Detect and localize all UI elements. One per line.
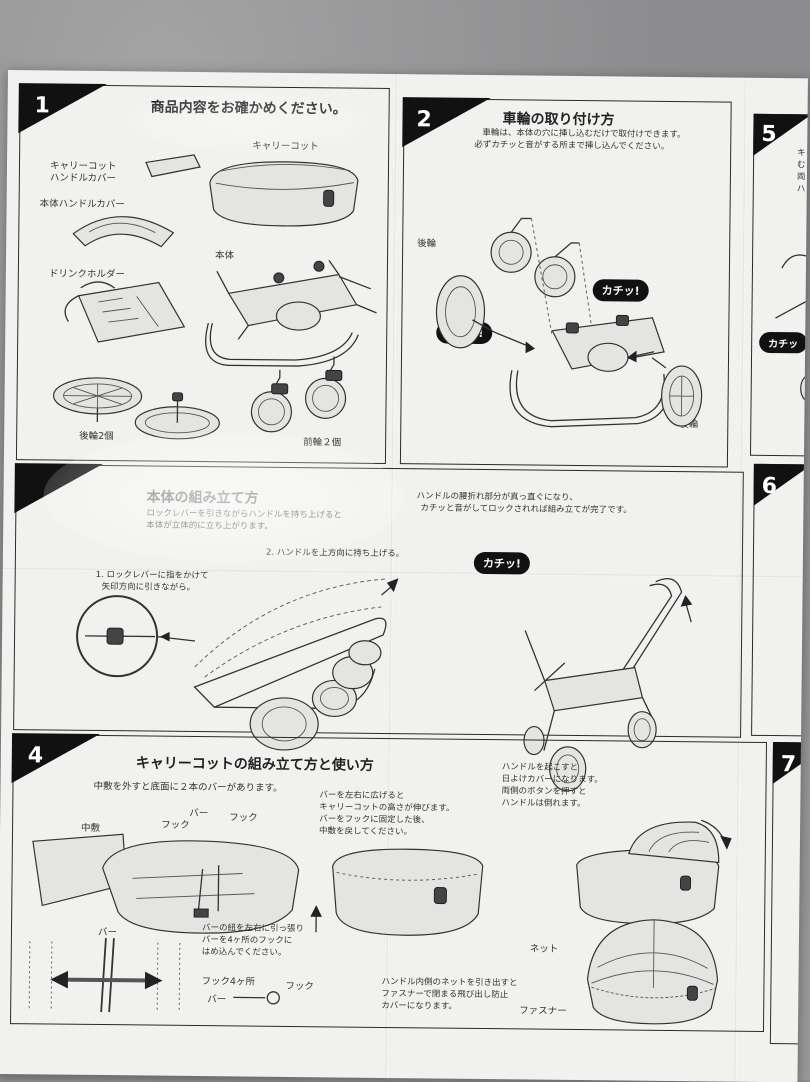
- step-3-right-2: カチッと音がしてロックされれば組み立てが完了です。: [420, 503, 632, 516]
- drink-holder-illustration: [64, 281, 186, 343]
- label-rear-wheels: 後輪2個: [79, 430, 114, 443]
- step-4-handle-4: ハンドルは倒れます。: [501, 798, 586, 810]
- step-4-intro: 中敷を外すと底面に２本のバーがあります。: [93, 780, 283, 794]
- label-zipper: ファスナー: [519, 1005, 567, 1017]
- step-7-number: 7: [780, 752, 797, 778]
- label-bar: バー: [207, 994, 227, 1006]
- step-4-number: 4: [27, 743, 44, 769]
- label-carrycot-cover-2: ハンドルカバー: [49, 172, 117, 185]
- step-4-panel: 4 キャリーコットの組み立て方と使い方 中敷を外すと底面に２本のバーがあります。…: [10, 733, 768, 1032]
- step-4-badge: [11, 733, 101, 784]
- step-2-title: 車輪の取り付け方: [502, 111, 615, 129]
- step-1-badge: [18, 83, 107, 134]
- step-4-strap-1: バーの紐を左右に引っ張り: [201, 923, 305, 935]
- step-5-text-fragment: キャ: [797, 148, 808, 159]
- step-4-net-1: ハンドル内側のネットを引き出すと: [381, 976, 518, 989]
- step-4-title: キャリーコットの組み立て方と使い方: [135, 755, 374, 774]
- step-5-text-fragment: ハ: [796, 184, 806, 195]
- step-5-text-fragment: む: [796, 160, 806, 171]
- step-2-badge: [402, 97, 491, 148]
- label-net: ネット: [529, 943, 559, 955]
- sunshade-carrycot-illustration: [576, 819, 732, 925]
- hook-detail-illustration: [233, 991, 280, 1005]
- step-5-text-fragment: 両: [796, 172, 806, 183]
- carrycot-extended-illustration: [310, 848, 484, 936]
- body-handle-cover-illustration: [72, 216, 175, 248]
- step-4-handle-2: 日よけカバーになります。: [501, 774, 603, 786]
- lock-lever-closeup: [76, 595, 196, 678]
- bar-strap-illustration: [28, 938, 181, 1013]
- step-4-net-3: カバーになります。: [381, 1000, 457, 1012]
- label-carrycot: キャリーコット: [252, 140, 319, 153]
- step-1-panel: 1 商品内容をお確かめください。 キャリーコット キャリーコット ハンドルカバー…: [15, 83, 390, 464]
- step-4-handle-3: 両側のボタンを押すと: [501, 786, 587, 798]
- step-1-title: 商品内容をお確かめください。: [150, 99, 347, 118]
- step-4-spread-1: バーを左右に広げると: [319, 790, 405, 802]
- rear-wheel-illustration: [134, 392, 220, 440]
- carrycot-handle-cover-illustration: [145, 154, 201, 178]
- assembled-stroller-illustration: [523, 578, 693, 792]
- step-3-right-1: ハンドルの腰折れ部分が真っ直ぐになり、: [416, 491, 578, 503]
- rear-wheel-illustration: [52, 377, 143, 422]
- step-3-desc-2: 本体が立体的に立ち上がります。: [146, 520, 273, 532]
- step-5-number: 5: [761, 121, 777, 148]
- step-3-step-1b: 矢印方向に引きながら。: [101, 582, 196, 593]
- step-3-panel: 本体の組み立て方 ロックレバーを引きながらハンドルを持ち上げると 本体が立体的に…: [13, 463, 744, 792]
- step-4-strap-3: はめ込んでください。: [201, 947, 287, 958]
- instruction-sheet: 1 商品内容をお確かめください。 キャリーコット キャリーコット ハンドルカバー…: [0, 70, 808, 1082]
- step-6-badge: [753, 463, 808, 506]
- label-hooks-4: フック4ヶ所: [201, 976, 256, 988]
- folded-stroller-illustration: [193, 578, 399, 751]
- step-2-panel: 2 車輪の取り付け方 車輪は、本体の穴に挿し込むだけで取付けできます。 必ずカチ…: [399, 97, 732, 468]
- step-2-number: 2: [416, 107, 432, 133]
- step-4-strap-2: バーを4ヶ所のフックに: [201, 935, 293, 947]
- step-2-desc-2: 必ずカチッと音がする所まで挿し込んでください。: [474, 139, 670, 152]
- step-6-number: 6: [761, 473, 778, 500]
- label-bar: バー: [189, 807, 209, 820]
- net-cover-carrycot-illustration: [586, 919, 719, 1025]
- wheel-attachment-illustration: [435, 217, 703, 428]
- step-3-title: 本体の組み立て方: [146, 489, 259, 507]
- main-body-illustration: [205, 259, 377, 367]
- step-4-handle-1: ハンドルを起こすと: [501, 762, 579, 774]
- label-front-wheels: 前輪２個: [303, 437, 342, 449]
- mattress-removal-illustration: [32, 833, 300, 934]
- step-4-net-2: ファスナーで閉まる飛び出し防止: [381, 988, 509, 1001]
- step-4-spread-4: 中敷を戻してください。: [318, 826, 413, 838]
- step-5-badge: [753, 113, 808, 156]
- step-4-spread-2: キャリーコットの高さが伸びます。: [319, 802, 455, 814]
- step-5-partial-illustration: [775, 254, 808, 404]
- step-3-desc-1: ロックレバーを引きながらハンドルを持ち上げると: [146, 508, 342, 521]
- carrycot-illustration: [209, 161, 359, 227]
- step-4-spread-3: バーをフックに固定した後、: [319, 814, 430, 826]
- step-2-desc-1: 車輪は、本体の穴に挿し込むだけで取付けできます。: [482, 127, 686, 141]
- front-wheel-illustration: [250, 369, 293, 433]
- front-wheel-illustration: [304, 356, 347, 419]
- right-strip-steps: 5 キャ む 両 ハ カチッ 6 7: [739, 78, 808, 1082]
- step-1-number: 1: [34, 93, 51, 119]
- step-3-badge: [14, 463, 103, 514]
- label-hook: フック: [229, 812, 258, 824]
